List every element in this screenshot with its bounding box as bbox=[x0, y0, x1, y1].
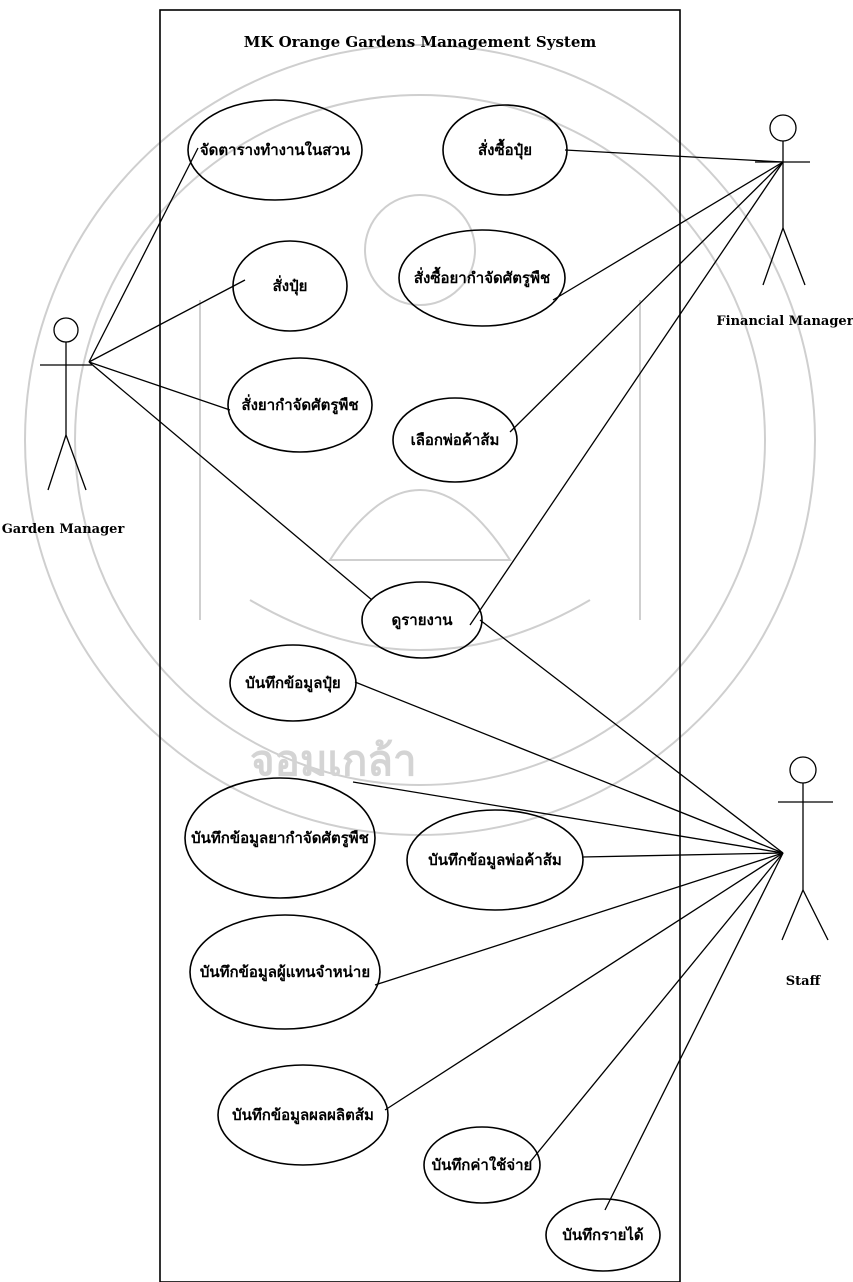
actor-head bbox=[790, 757, 816, 783]
use-case-label: สั่งยากำจัดศัตรูพืช bbox=[241, 394, 358, 415]
assoc-staff-view-report bbox=[480, 620, 783, 853]
assoc-staff-record-income bbox=[605, 853, 783, 1210]
use-case-buy-fertilizer: สั่งซื้อปุ๋ย bbox=[443, 105, 567, 195]
actor-head bbox=[770, 115, 796, 141]
actor-right-leg bbox=[803, 890, 828, 940]
use-case-select-orange-merchant: เลือกพ่อค้าส้ม bbox=[393, 398, 517, 482]
actor-left-leg bbox=[782, 890, 803, 940]
assoc-staff-record-fertilizer bbox=[355, 682, 783, 853]
actor-staff: Staff bbox=[778, 757, 833, 989]
assoc-staff-record-produce bbox=[385, 853, 783, 1110]
actor-financial-manager: Financial Manager bbox=[716, 115, 853, 329]
use-case-label: สั่งซื้อปุ๋ย bbox=[478, 138, 532, 160]
use-case-label: จัดตารางทำงานในสวน bbox=[200, 141, 351, 159]
assoc-staff-record-expense bbox=[530, 853, 783, 1162]
actor-garden-manager: Garden Manager bbox=[2, 318, 125, 537]
use-case-label: บันทึกข้อมูลผลผลิตส้ม bbox=[232, 1106, 374, 1125]
use-case-label: บันทึกข้อมูลพ่อค้าส้ม bbox=[428, 851, 561, 870]
staff-associations bbox=[353, 620, 783, 1210]
assoc-staff-record-merchant bbox=[582, 853, 783, 857]
garden-manager-associations bbox=[89, 148, 372, 600]
assoc-staff-record-pesticide bbox=[353, 782, 783, 853]
use-case-label: เลือกพ่อค้าส้ม bbox=[411, 431, 500, 449]
assoc-staff-record-dealer bbox=[375, 853, 783, 985]
use-case-order-pesticide: สั่งยากำจัดศัตรูพืช bbox=[228, 358, 372, 452]
assoc-fm-buy-fertilizer bbox=[565, 150, 783, 162]
actor-label: Staff bbox=[786, 974, 822, 989]
use-case-schedule-garden-work: จัดตารางทำงานในสวน bbox=[188, 100, 362, 200]
use-case-label: บันทึกข้อมูลยากำจัดศัตรูพืช bbox=[191, 829, 369, 848]
use-case-record-fertilizer: บันทึกข้อมูลปุ๋ย bbox=[230, 645, 356, 721]
use-case-label: บันทึกข้อมูลผู้แทนจำหน่าย bbox=[200, 963, 370, 982]
actor-label: Garden Manager bbox=[2, 522, 125, 537]
actor-head bbox=[54, 318, 78, 342]
actor-left-leg bbox=[48, 435, 66, 490]
use-case-record-income: บันทึกรายได้ bbox=[546, 1199, 660, 1271]
assoc-gm-order-fertilizer bbox=[89, 280, 245, 362]
assoc-fm-select-merchant bbox=[510, 162, 783, 432]
use-case-label: สั่งปุ๋ย bbox=[273, 275, 308, 296]
financial-manager-associations bbox=[470, 150, 783, 625]
use-case-label: ดูรายงาน bbox=[391, 611, 453, 630]
use-case-label: บันทึกข้อมูลปุ๋ย bbox=[245, 674, 340, 693]
use-case-record-dealer: บันทึกข้อมูลผู้แทนจำหน่าย bbox=[190, 915, 380, 1029]
assoc-fm-buy-pesticide bbox=[553, 162, 783, 300]
actor-right-leg bbox=[783, 228, 805, 285]
use-case-label: บันทึกค่าใช้จ่าย bbox=[432, 1156, 533, 1174]
actor-label: Financial Manager bbox=[716, 314, 853, 329]
use-case-record-expense: บันทึกค่าใช้จ่าย bbox=[424, 1127, 540, 1203]
assoc-fm-view-report bbox=[470, 162, 783, 625]
use-case-order-fertilizer: สั่งปุ๋ย bbox=[233, 241, 347, 331]
use-case-label: สั่งซื้อยากำจัดศัตรูพืช bbox=[414, 266, 550, 288]
use-case-label: บันทึกรายได้ bbox=[562, 1225, 643, 1244]
system-boundary bbox=[160, 10, 680, 1282]
use-case-record-merchant: บันทึกข้อมูลพ่อค้าส้ม bbox=[407, 810, 583, 910]
use-case-record-pesticide: บันทึกข้อมูลยากำจัดศัตรูพืช bbox=[185, 778, 375, 898]
use-case-record-produce: บันทึกข้อมูลผลผลิตส้ม bbox=[218, 1065, 388, 1165]
assoc-gm-schedule bbox=[89, 148, 198, 362]
use-case-view-report: ดูรายงาน bbox=[362, 582, 482, 658]
use-case-buy-pesticide: สั่งซื้อยากำจัดศัตรูพืช bbox=[399, 230, 565, 326]
system-title: MK Orange Gardens Management System bbox=[244, 33, 597, 51]
